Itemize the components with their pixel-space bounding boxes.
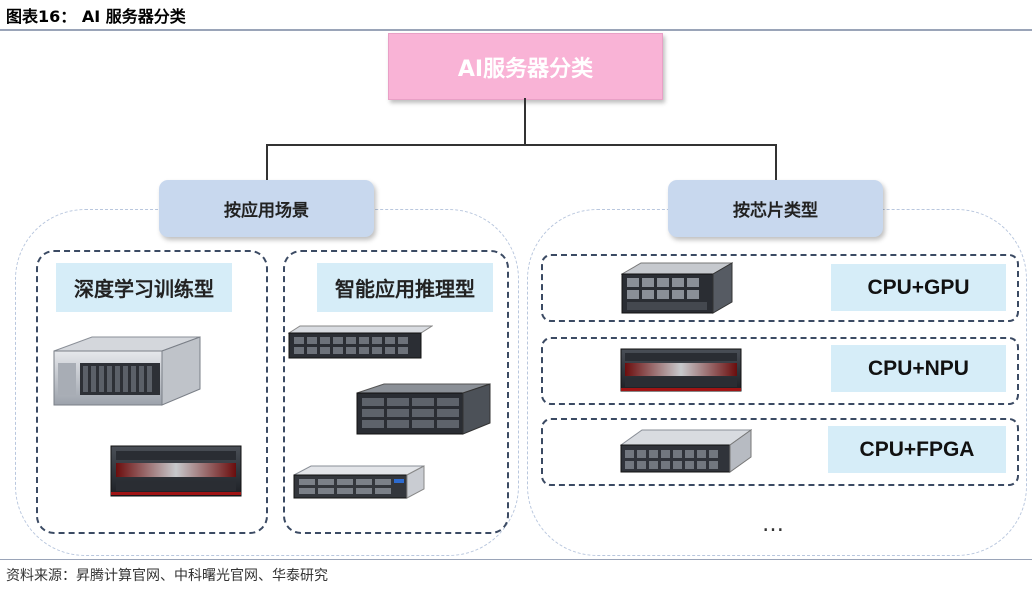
inference-subgroup bbox=[283, 250, 509, 534]
category-label: 按芯片类型 bbox=[733, 201, 818, 221]
gpu-server-image bbox=[621, 262, 733, 314]
training-subgroup bbox=[36, 250, 268, 534]
inference-server-image-3 bbox=[293, 465, 425, 499]
fpga-server-image bbox=[620, 429, 752, 473]
chip-label-gpu: CPU+GPU bbox=[831, 264, 1006, 311]
inference-label: 智能应用推理型 bbox=[317, 263, 493, 312]
chip-row-npu bbox=[541, 337, 1019, 405]
category-label: 按应用场景 bbox=[224, 201, 309, 221]
connector-left-drop bbox=[266, 144, 268, 181]
chip-row-fpga bbox=[541, 418, 1019, 486]
chip-row-gpu bbox=[541, 254, 1019, 322]
chip-label-npu: CPU+NPU bbox=[831, 345, 1006, 392]
source-note: 资料来源：昇腾计算官网、中科曙光官网、华泰研究 bbox=[6, 568, 328, 584]
inference-server-image-2 bbox=[356, 383, 491, 435]
root-node: AI服务器分类 bbox=[388, 33, 663, 100]
training-server-image-1 bbox=[53, 336, 201, 406]
connector-horizontal bbox=[266, 144, 776, 146]
npu-server-image bbox=[620, 348, 742, 392]
training-label: 深度学习训练型 bbox=[56, 263, 232, 312]
training-server-image-2 bbox=[110, 445, 242, 497]
top-divider bbox=[0, 29, 1032, 31]
bottom-divider bbox=[0, 559, 1032, 560]
connector-right-drop bbox=[775, 144, 777, 181]
figure-title: 图表16： AI 服务器分类 bbox=[6, 7, 186, 26]
chip-label-fpga: CPU+FPGA bbox=[828, 426, 1006, 473]
inference-server-image-1 bbox=[288, 325, 433, 359]
connector-root-stem bbox=[524, 98, 526, 145]
more-ellipsis: … bbox=[762, 512, 784, 537]
category-by-chip: 按芯片类型 bbox=[668, 180, 883, 237]
category-by-scenario: 按应用场景 bbox=[159, 180, 374, 237]
root-label: AI服务器分类 bbox=[457, 56, 594, 82]
